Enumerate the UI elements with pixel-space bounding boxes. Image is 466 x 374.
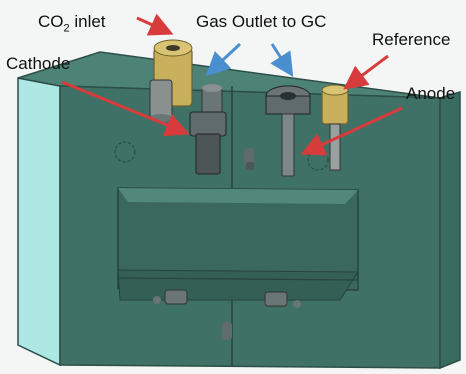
- anode-label: Anode: [406, 84, 456, 103]
- reference-label: Reference: [372, 30, 451, 49]
- co2-inlet-label-prefix: CO: [38, 12, 64, 31]
- side-screw-2: [246, 162, 254, 170]
- cell-right-face: [439, 90, 461, 370]
- side-screw-1: [244, 148, 254, 166]
- ledge-edge: [117, 277, 359, 281]
- bolt-hole-left: [114, 141, 136, 163]
- window-recess-top: [118, 188, 358, 204]
- clip-right: [264, 291, 288, 307]
- cathode-fitting-head: [189, 111, 227, 137]
- reference-electrode: [329, 123, 341, 171]
- co2-inlet-label-suffix: inlet: [69, 12, 106, 31]
- clip-left: [164, 289, 188, 305]
- anode-tube: [281, 113, 295, 177]
- reference-fitting-top: [321, 84, 349, 96]
- window-ledge: [117, 269, 359, 301]
- cathode-fitting-body: [195, 133, 221, 175]
- gas-outlet-label: Gas Outlet to GC: [196, 12, 327, 31]
- small-fitting-top: [202, 84, 222, 92]
- co2-inlet-bore: [166, 45, 180, 51]
- window-recess: [117, 187, 359, 291]
- anode-arrow: [300, 106, 403, 156]
- co2-inlet-label-subscript: 2: [63, 22, 70, 35]
- co2-inlet-barb: [149, 79, 173, 119]
- cathode-arrow: [61, 80, 190, 137]
- clip-pin-right: [293, 300, 301, 308]
- reference-arrow: [343, 54, 389, 90]
- bottom-screw: [222, 322, 232, 340]
- gas-outlet-arrow-right: [270, 43, 294, 78]
- co2-inlet-label: CO2 inlet: [38, 12, 106, 34]
- gas-outlet-arrow-left: [205, 42, 242, 77]
- gas-outlet-bore: [280, 92, 296, 100]
- cell-left-face: [17, 77, 61, 367]
- clip-pin-left: [153, 296, 161, 304]
- co2-inlet-arrow: [136, 13, 174, 36]
- cathode-label: Cathode: [6, 54, 71, 73]
